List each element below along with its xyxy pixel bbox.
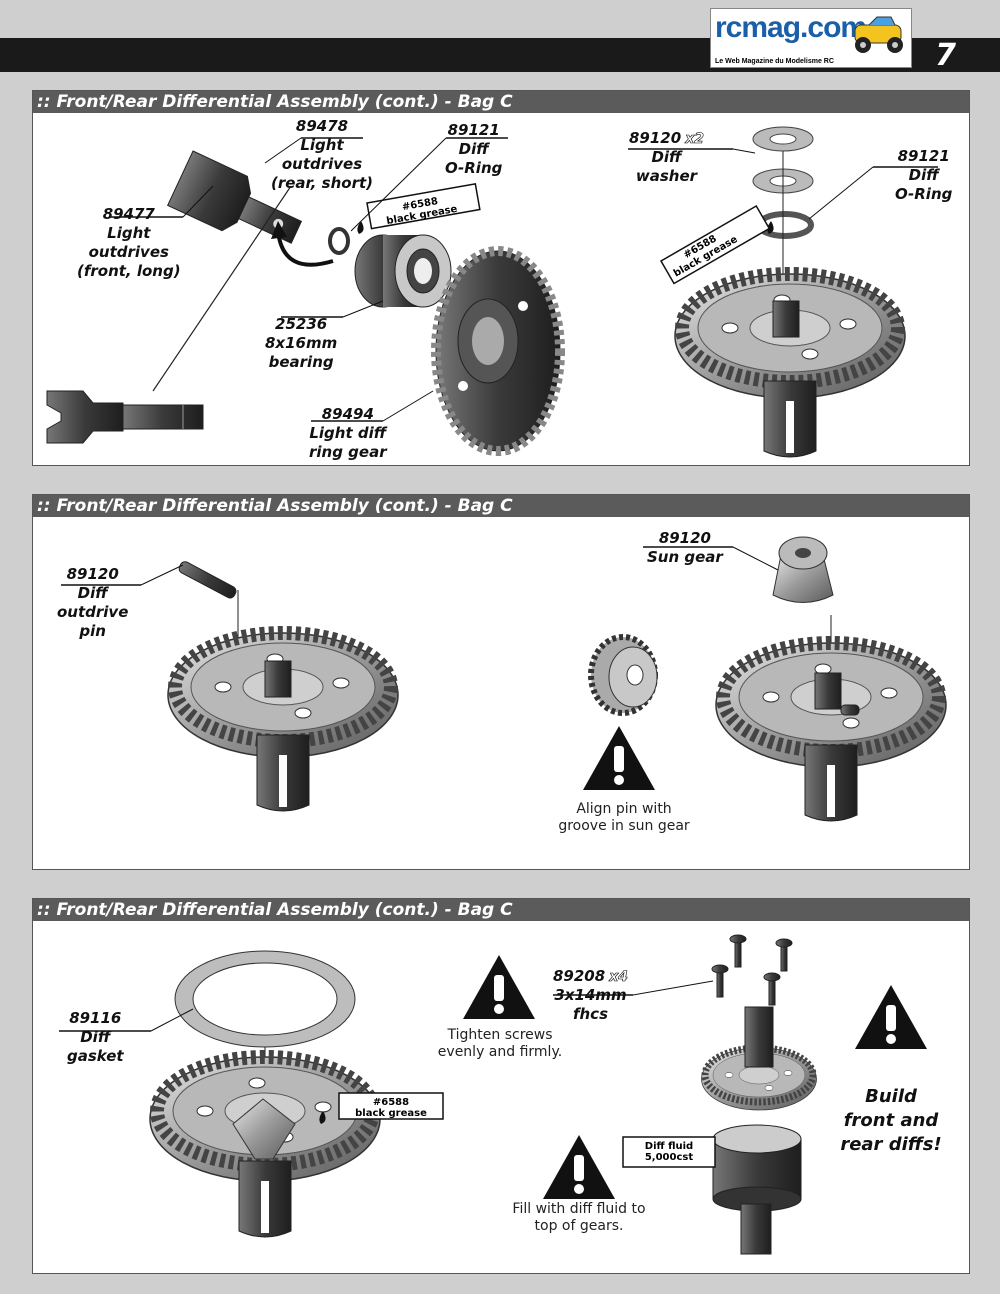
section-1-panel: :: Front/Rear Differential Assembly (con… xyxy=(32,90,970,466)
section-1-title: :: Front/Rear Differential Assembly (con… xyxy=(33,91,969,113)
section-2-illustration xyxy=(61,536,971,822)
gasket-icon xyxy=(174,950,356,1048)
screw-icons xyxy=(711,934,793,1006)
section-1-illustration xyxy=(46,126,938,458)
label-89116-gasket: 89116 Diff gasket xyxy=(67,1009,124,1065)
logo-text: rcmag.com xyxy=(715,11,867,44)
section-2-title: :: Front/Rear Differential Assembly (con… xyxy=(33,495,969,517)
label-89121-b: 89121 Diff O-Ring xyxy=(895,147,953,203)
label-89120-sun-gear: 89120 Sun gear xyxy=(647,529,723,566)
label-25236: 25236 8x16mm bearing xyxy=(265,315,338,371)
warning-icon-tighten xyxy=(463,955,535,1019)
label-89494: 89494 Light diff ring gear xyxy=(309,405,387,461)
logo-tagline: Le Web Magazine du Modelisme RC xyxy=(715,58,834,65)
rcmag-logo[interactable]: rcmag.com Le Web Magazine du Modelisme R… xyxy=(710,8,912,68)
label-89121-a: 89121 Diff O-Ring xyxy=(445,121,503,177)
sun-gear-detail-icon xyxy=(588,634,658,716)
section-3-title: :: Front/Rear Differential Assembly (con… xyxy=(33,899,969,921)
label-89478: 89478 Light outdrives (rear, short) xyxy=(271,117,373,192)
outdrive-pin-icon xyxy=(178,561,237,599)
rc-car-icon xyxy=(854,16,903,53)
front-outdrive-icon xyxy=(46,390,204,444)
bearing-icon xyxy=(354,234,452,308)
section-2-panel: :: Front/Rear Differential Assembly (con… xyxy=(32,494,970,870)
label-89120-pin: 89120 Diff outdrive pin xyxy=(57,565,129,640)
section-3-panel: :: Front/Rear Differential Assembly (con… xyxy=(32,898,970,1274)
warning-icon-align xyxy=(583,726,655,790)
ring-gear-icon xyxy=(431,246,565,456)
build-diffs-note: Build front and rear diffs! xyxy=(840,1086,942,1155)
warning-icon-build xyxy=(855,985,927,1049)
section-3-illustration xyxy=(59,934,927,1255)
warning-icon-fill xyxy=(543,1135,615,1199)
label-89477: 89477 Light outdrives (front, long) xyxy=(77,205,181,280)
sun-gear-icon xyxy=(772,536,834,603)
page-number: 7 xyxy=(935,38,956,73)
